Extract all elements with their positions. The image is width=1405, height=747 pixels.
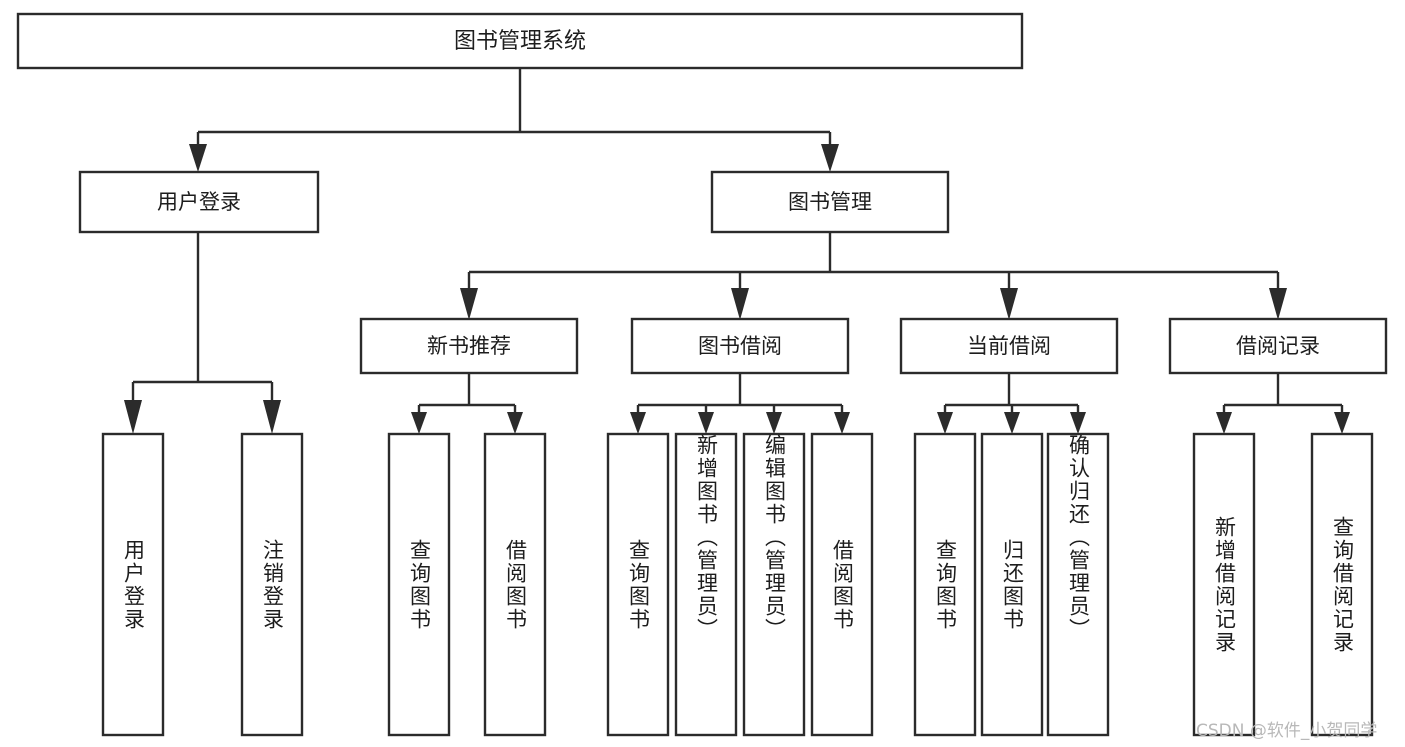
node-book-borrow-label: 图书借阅 <box>698 334 782 358</box>
arrow-head-icon <box>263 400 281 434</box>
node-user-login-box[interactable] <box>78 170 320 234</box>
node-book-borrow-box[interactable] <box>630 317 850 375</box>
arrow-head-icon <box>937 412 953 434</box>
node-user-login-label: 用户登录 <box>157 190 241 214</box>
node-borrow-record-box[interactable] <box>1168 317 1388 375</box>
connector-new-book-recommend-to-leaves <box>411 373 523 434</box>
connector-borrow-record-to-leaves <box>1216 373 1350 434</box>
node-leaf-confirm-return-box[interactable] <box>1046 432 1110 737</box>
node-leaf-query-book-1-box[interactable] <box>387 432 451 737</box>
node-new-book-recommend-box[interactable] <box>359 317 579 375</box>
node-leaf-return-book-box[interactable] <box>980 432 1044 737</box>
arrow-head-icon <box>1269 288 1287 320</box>
arrow-head-icon <box>1004 412 1020 434</box>
node-leaf-query-borrow-record-box[interactable] <box>1310 432 1374 737</box>
arrow-head-icon <box>731 288 749 320</box>
node-leaf-query-book-3-box[interactable] <box>913 432 977 737</box>
arrow-head-icon <box>698 412 714 434</box>
arrow-head-icon <box>630 412 646 434</box>
node-leaf-logout-login-box[interactable] <box>240 432 304 737</box>
node-leaf-add-book-box[interactable] <box>674 432 738 737</box>
node-borrow-record-label: 借阅记录 <box>1236 334 1320 358</box>
arrow-head-icon <box>1216 412 1232 434</box>
node-new-book-recommend-label: 新书推荐 <box>427 334 511 358</box>
connector-root-to-level2 <box>189 68 839 172</box>
connector-book-borrow-to-leaves <box>630 373 850 434</box>
node-leaf-add-borrow-record-box[interactable] <box>1192 432 1256 737</box>
node-leaf-query-book-2-box[interactable] <box>606 432 670 737</box>
node-book-manage-label: 图书管理 <box>788 190 872 214</box>
arrow-head-icon <box>1000 288 1018 320</box>
node-current-borrow-box[interactable] <box>899 317 1119 375</box>
arrow-head-icon <box>1334 412 1350 434</box>
node-leaf-borrow-book-1-box[interactable] <box>483 432 547 737</box>
node-root-label: 图书管理系统 <box>454 29 586 54</box>
arrow-head-icon <box>411 412 427 434</box>
connector-current-borrow-to-leaves <box>937 373 1086 434</box>
arrow-head-icon <box>460 288 478 320</box>
node-book-manage-box[interactable] <box>710 170 950 234</box>
arrow-head-icon <box>124 400 142 434</box>
arrow-head-icon <box>766 412 782 434</box>
node-current-borrow-label: 当前借阅 <box>967 334 1051 358</box>
arrow-head-icon <box>189 144 207 172</box>
node-leaf-edit-book-box[interactable] <box>742 432 806 737</box>
node-root-box[interactable] <box>16 12 1024 70</box>
arrow-head-icon <box>821 144 839 172</box>
connector-book-manage-to-level3 <box>460 232 1287 320</box>
node-leaf-user-login-box[interactable] <box>101 432 165 737</box>
connector-user-login-to-leaves <box>124 232 281 434</box>
arrow-head-icon <box>834 412 850 434</box>
arrow-head-icon <box>1070 412 1086 434</box>
arrow-head-icon <box>507 412 523 434</box>
node-leaf-borrow-book-2-box[interactable] <box>810 432 874 737</box>
